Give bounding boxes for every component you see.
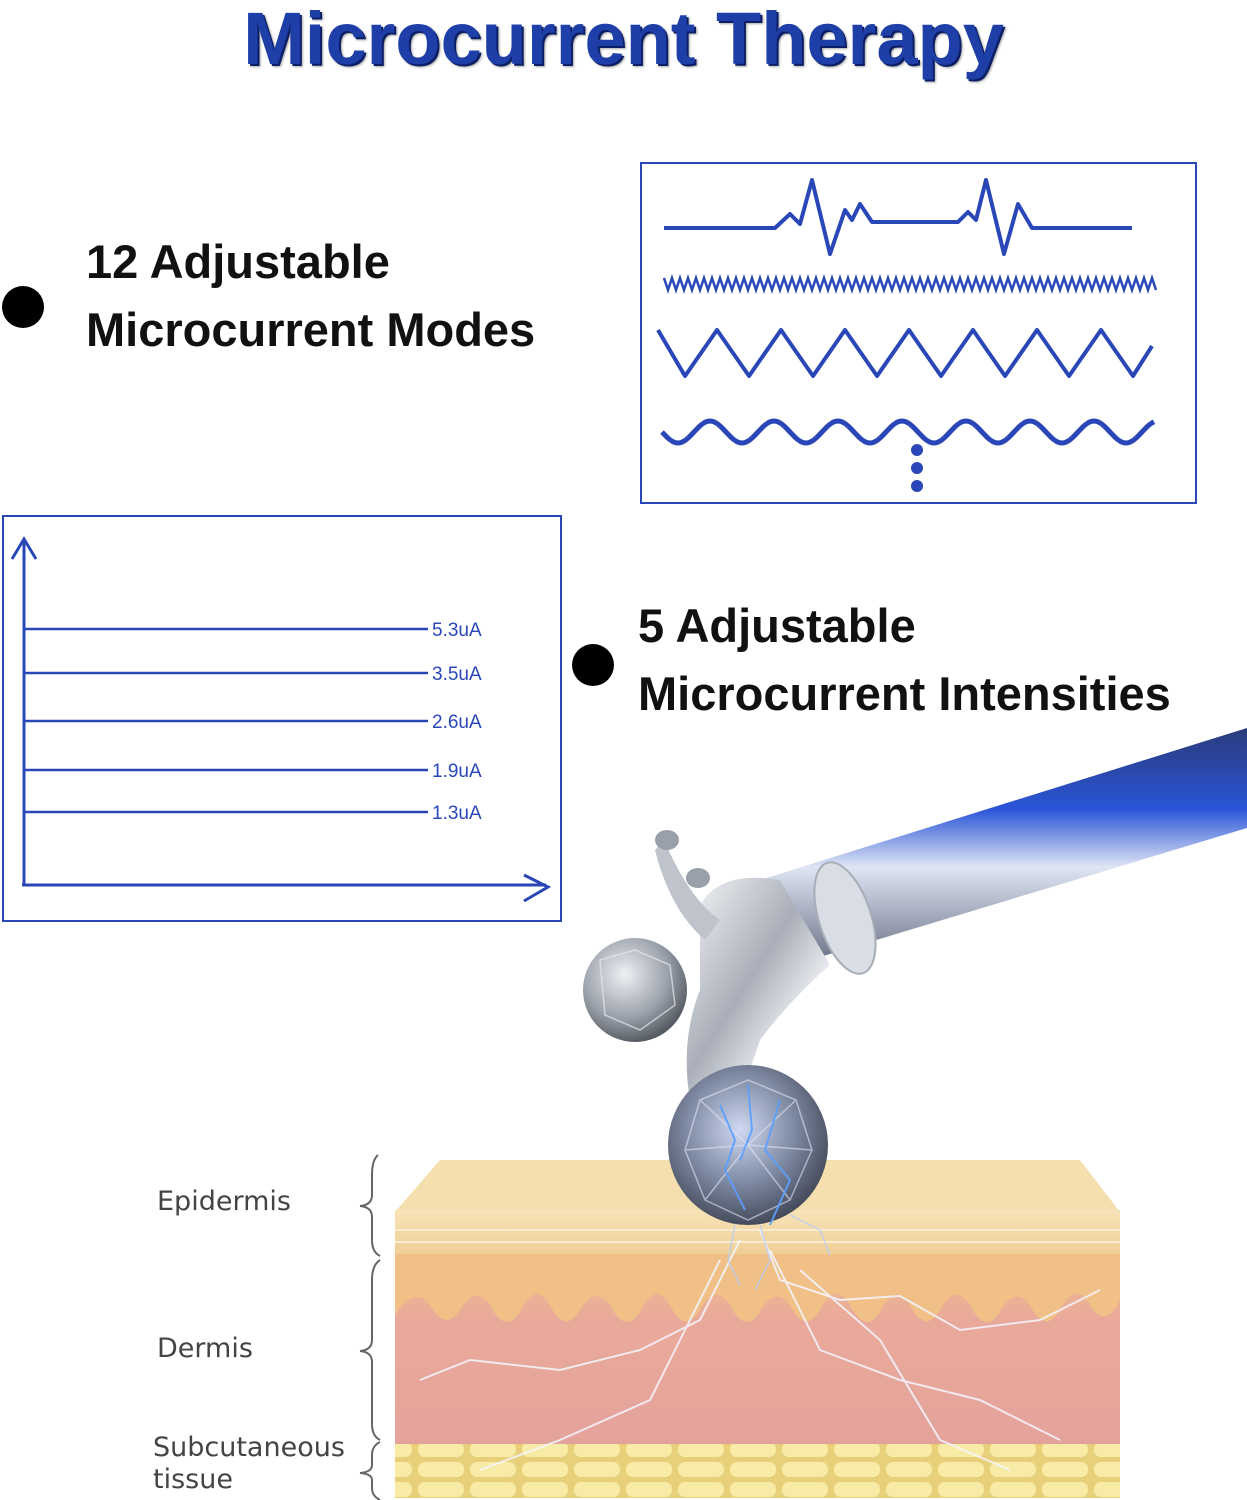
ellipsis-dot bbox=[911, 444, 923, 456]
feature-intensities-line2: Microcurrent Intensities bbox=[638, 667, 1171, 720]
intensity-level-label: 3.5uA bbox=[432, 664, 482, 685]
label-dermis: Dermis bbox=[157, 1333, 253, 1364]
waveform-dense bbox=[662, 274, 1158, 294]
skin-subcutaneous bbox=[395, 1444, 1120, 1498]
bullet-dot-icon bbox=[572, 644, 614, 686]
y-axis-arrow-icon bbox=[10, 536, 38, 560]
waveform-panel bbox=[640, 162, 1197, 504]
bullet-dot-icon bbox=[2, 286, 44, 328]
intensity-level-label: 5.3uA bbox=[432, 620, 482, 641]
intensity-chart-panel: 5.3uA 3.5uA 2.6uA 1.9uA 1.3uA bbox=[2, 515, 562, 922]
feature-intensities: 5 Adjustable Microcurrent Intensities bbox=[638, 592, 1171, 728]
ellipsis-dot bbox=[911, 462, 923, 474]
intensity-chart: 5.3uA 3.5uA 2.6uA 1.9uA 1.3uA bbox=[10, 536, 552, 903]
waveform-icon bbox=[656, 178, 1158, 492]
waveform-triangle bbox=[656, 328, 1154, 378]
label-subcutaneous: Subcutaneous tissue bbox=[153, 1432, 345, 1496]
skin-block bbox=[395, 1160, 1120, 1498]
dermal-papillae bbox=[395, 1254, 1120, 1322]
label-epidermis: Epidermis bbox=[157, 1186, 291, 1217]
page-title: Microcurrent Therapy bbox=[243, 0, 1004, 80]
intensity-level-label: 1.9uA bbox=[432, 761, 482, 782]
roller-handle bbox=[655, 728, 1247, 1100]
label-subcutaneous-line1: Subcutaneous bbox=[153, 1432, 345, 1463]
roller-ball-back bbox=[583, 938, 687, 1042]
waveform-pulse bbox=[664, 178, 1132, 256]
feature-modes-line1: 12 Adjustable bbox=[86, 235, 390, 288]
feature-modes: 12 Adjustable Microcurrent Modes bbox=[86, 228, 535, 364]
label-subcutaneous-line2: tissue bbox=[153, 1464, 233, 1495]
ellipsis-dot bbox=[911, 480, 923, 492]
waveform-sine bbox=[660, 418, 1156, 446]
layer-brackets bbox=[359, 1154, 381, 1500]
feature-intensities-line1: 5 Adjustable bbox=[638, 599, 916, 652]
intensity-level-label: 2.6uA bbox=[432, 712, 482, 733]
intensity-level-label: 1.3uA bbox=[432, 803, 482, 824]
x-axis-arrow-icon bbox=[523, 873, 552, 903]
feature-modes-line2: Microcurrent Modes bbox=[86, 303, 536, 356]
